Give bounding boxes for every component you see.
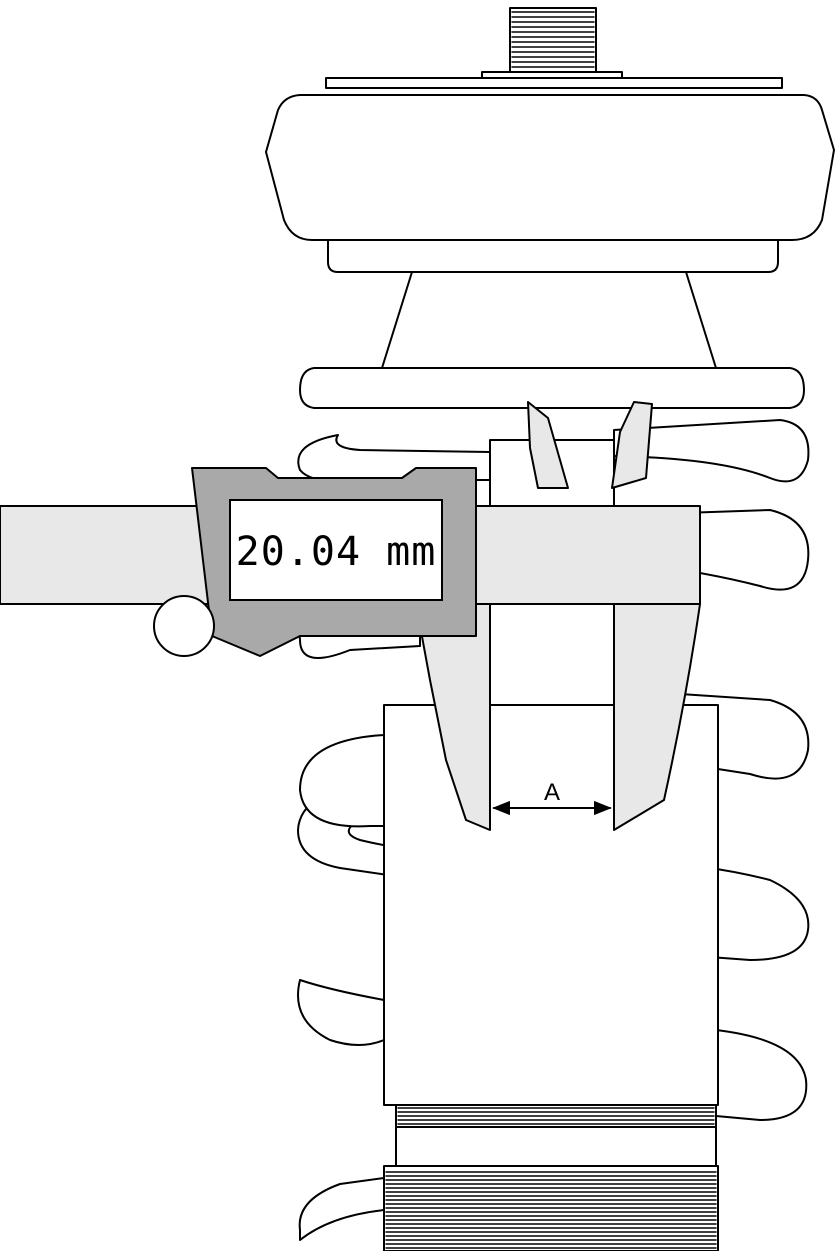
caliper-lcd-display (229, 499, 443, 601)
caliper-reading: 20.04 mm (236, 529, 437, 575)
dimension-label: A (544, 779, 560, 806)
rubber-top-mount (265, 94, 835, 241)
mount-washer-plate (325, 77, 783, 89)
digital-caliper: 20.04 mm (0, 401, 701, 831)
lock-ring (395, 1104, 717, 1170)
caliper-upper-jaw-moving (611, 401, 653, 489)
caliper-upper-jaw-fixed (527, 401, 569, 489)
lower-threaded-body (383, 1165, 719, 1251)
thumb-roller[interactable] (153, 595, 215, 657)
top-threaded-stud (481, 7, 623, 81)
bump-stop-cone (381, 271, 717, 369)
caliper-lower-jaw-moving (613, 603, 701, 831)
caliper-lower-jaw-fixed (415, 603, 491, 831)
dimension-a: A (492, 779, 612, 816)
top-mount-lower-ring (327, 239, 779, 273)
upper-spring-seat (299, 367, 805, 409)
